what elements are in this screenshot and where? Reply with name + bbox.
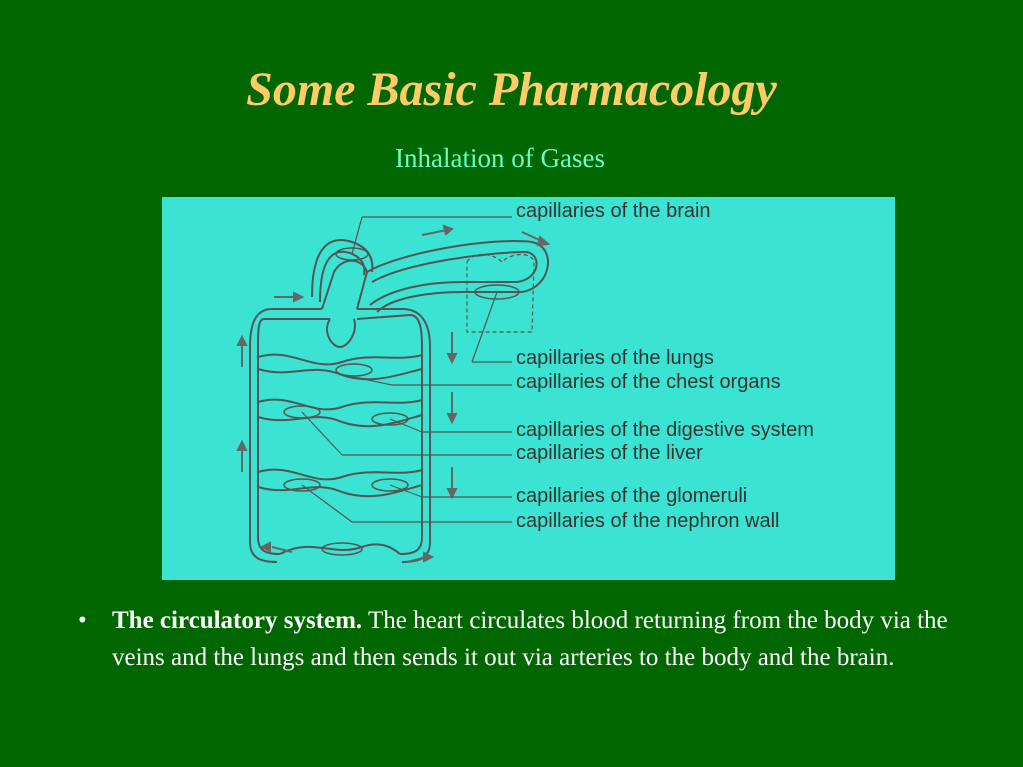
vessel-network [249, 239, 549, 563]
slide-subtitle: Inhalation of Gases [395, 143, 605, 173]
circulation-diagram: capillaries of the brain capillaries of … [162, 197, 895, 580]
flow-arrows [236, 224, 551, 563]
label-capillaries-liver: capillaries of the liver [516, 442, 703, 464]
bullet-point: • The circulatory system. The heart circ… [78, 602, 978, 676]
label-capillaries-chest-organs: capillaries of the chest organs [516, 371, 781, 393]
label-capillaries-glomeruli: capillaries of the glomeruli [516, 485, 747, 507]
lung-outline [466, 253, 535, 333]
label-capillaries-nephron-wall: capillaries of the nephron wall [516, 510, 780, 532]
capillary-beds [283, 247, 520, 556]
bullet-description: The heart circulates blood returning fro… [112, 607, 948, 671]
bullet-heading: The circulatory system. [112, 607, 363, 634]
label-capillaries-brain: capillaries of the brain [516, 200, 711, 222]
leader-lines [301, 216, 512, 523]
slide-title: Some Basic Pharmacology [246, 63, 777, 116]
bullet-body: The circulatory system. The heart circul… [112, 602, 978, 676]
bullet-marker: • [78, 607, 87, 634]
label-capillaries-digestive-system: capillaries of the digestive system [516, 419, 814, 441]
label-capillaries-lungs: capillaries of the lungs [516, 347, 714, 369]
